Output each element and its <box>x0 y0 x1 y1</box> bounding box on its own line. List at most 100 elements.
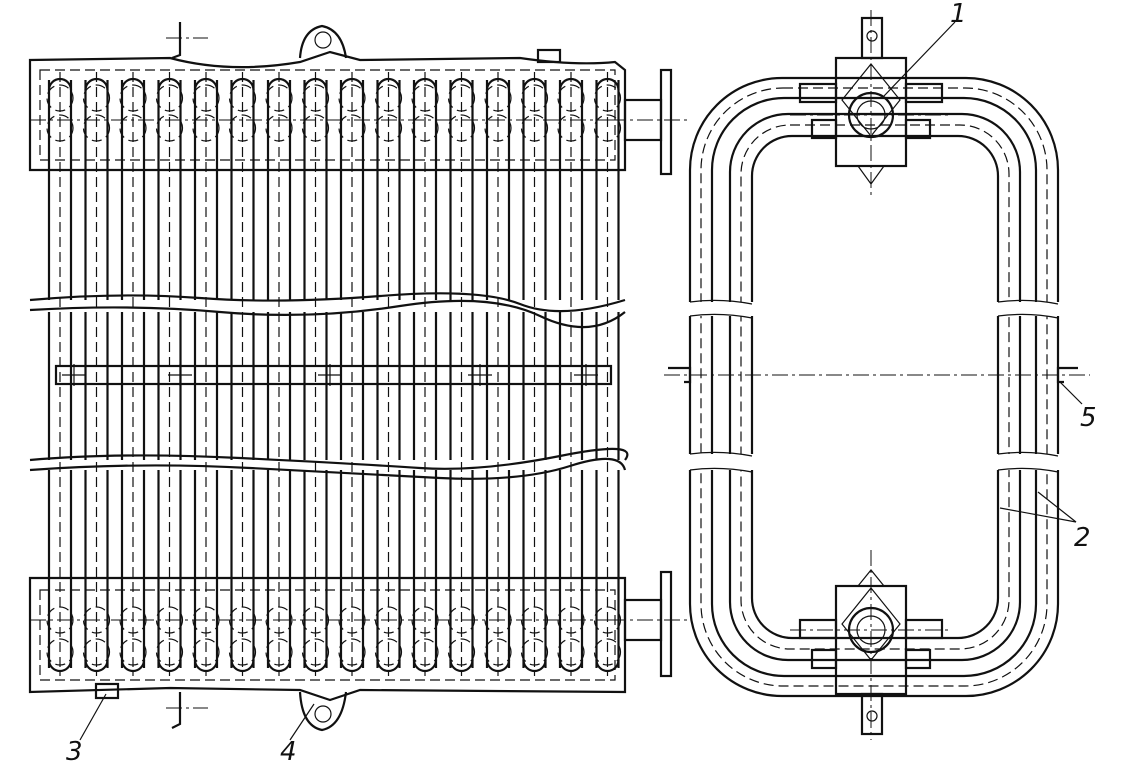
tube-middle <box>47 312 73 460</box>
top-header <box>28 50 627 172</box>
tube-upper <box>522 80 547 300</box>
tube-lower <box>120 470 146 668</box>
header-hole <box>155 606 184 634</box>
bottom-lug <box>298 691 348 732</box>
tube-bottom-end <box>303 659 328 673</box>
tube-middle <box>485 312 511 460</box>
tube-lower <box>522 470 547 668</box>
support-bracket-left <box>668 366 692 384</box>
callout-3: 3 <box>66 737 83 767</box>
header-hole <box>155 638 184 666</box>
break-gap-left-lower <box>684 454 764 470</box>
tube-lower <box>595 470 620 668</box>
header-hole <box>265 606 293 634</box>
outer-loop <box>688 76 1060 698</box>
tube-upper <box>84 80 109 300</box>
tube-upper <box>266 80 292 300</box>
tube-upper <box>376 80 401 300</box>
break-gap-left-upper <box>684 302 764 316</box>
tube-upper <box>230 80 255 300</box>
header-hole <box>484 114 512 142</box>
header-hole <box>301 84 330 112</box>
tube-lower <box>193 470 219 668</box>
callout-4: 4 <box>280 737 297 767</box>
header-hole <box>520 114 549 142</box>
top-lug <box>298 24 348 59</box>
top-collector <box>790 10 952 196</box>
bottom-header-inner <box>39 589 616 681</box>
header-hole <box>119 114 147 142</box>
callout-5: 5 <box>1080 403 1097 433</box>
header-hole <box>265 638 293 666</box>
header-hole <box>484 638 512 666</box>
header-hole <box>593 114 622 142</box>
tube-bottom-end <box>339 659 365 673</box>
tube-bottom-end <box>449 659 474 673</box>
header-hole <box>338 84 366 112</box>
tube-bottom-end <box>157 659 182 673</box>
top-bracket <box>171 22 182 60</box>
tube-middle <box>412 312 438 460</box>
header-hole <box>46 114 74 142</box>
tube-lower <box>47 470 73 668</box>
tube-upper <box>449 80 474 300</box>
tube-middle <box>193 312 219 460</box>
spacer-marks <box>62 364 598 386</box>
tube-bottom-end <box>84 659 109 673</box>
drain-plug <box>94 682 120 700</box>
tube-bottom-end <box>485 659 511 673</box>
tube-lower <box>266 470 292 668</box>
bottom-lug-hole <box>314 705 332 723</box>
break-gap-right-upper <box>988 302 1064 316</box>
header-hole <box>447 638 476 666</box>
header-hole <box>46 84 74 112</box>
tube-bottom-end <box>266 659 292 673</box>
tube-middle <box>266 312 292 460</box>
header-hole <box>411 638 439 666</box>
leader-2b <box>999 507 1077 523</box>
leader-2a <box>1037 491 1077 523</box>
tube-lower <box>339 470 365 668</box>
tube-middle <box>376 312 401 460</box>
header-hole <box>192 114 220 142</box>
callout-2: 2 <box>1074 523 1091 553</box>
spacer-strip <box>54 364 613 386</box>
tube-upper <box>412 80 438 300</box>
header-hole <box>557 84 585 112</box>
break-ends-left <box>689 299 753 473</box>
tube-lower <box>558 470 584 668</box>
header-hole <box>119 84 147 112</box>
header-hole <box>520 84 549 112</box>
header-hole <box>228 114 257 142</box>
callout-1: 1 <box>950 0 967 29</box>
tube-middle <box>230 312 255 460</box>
header-hole <box>82 606 111 634</box>
tube-lower <box>485 470 511 668</box>
callouts: 1 2 3 4 5 <box>66 0 1097 767</box>
tube-lower <box>449 470 474 668</box>
tube-upper <box>339 80 365 300</box>
tube-bottom-end <box>193 659 219 673</box>
break-line-upper-b <box>29 299 626 329</box>
tube-upper <box>120 80 146 300</box>
front-view <box>28 22 690 732</box>
tube-lower <box>157 470 182 668</box>
header-hole <box>411 114 439 142</box>
bottom-collector <box>790 550 952 740</box>
break-line-upper <box>29 292 626 313</box>
break-gap-right-lower <box>988 454 1064 470</box>
header-hole <box>374 638 403 666</box>
tube-lower <box>230 470 255 668</box>
tube-middle <box>339 312 365 460</box>
top-lug-hole <box>314 31 332 49</box>
header-hole <box>338 638 366 666</box>
header-hole <box>192 638 220 666</box>
tube-bottom-end <box>376 659 401 673</box>
bottom-collector-lug <box>860 692 884 736</box>
tube-upper <box>47 80 73 300</box>
inner-loop <box>728 112 1022 662</box>
header-hole <box>593 84 622 112</box>
tube-middle <box>449 312 474 460</box>
